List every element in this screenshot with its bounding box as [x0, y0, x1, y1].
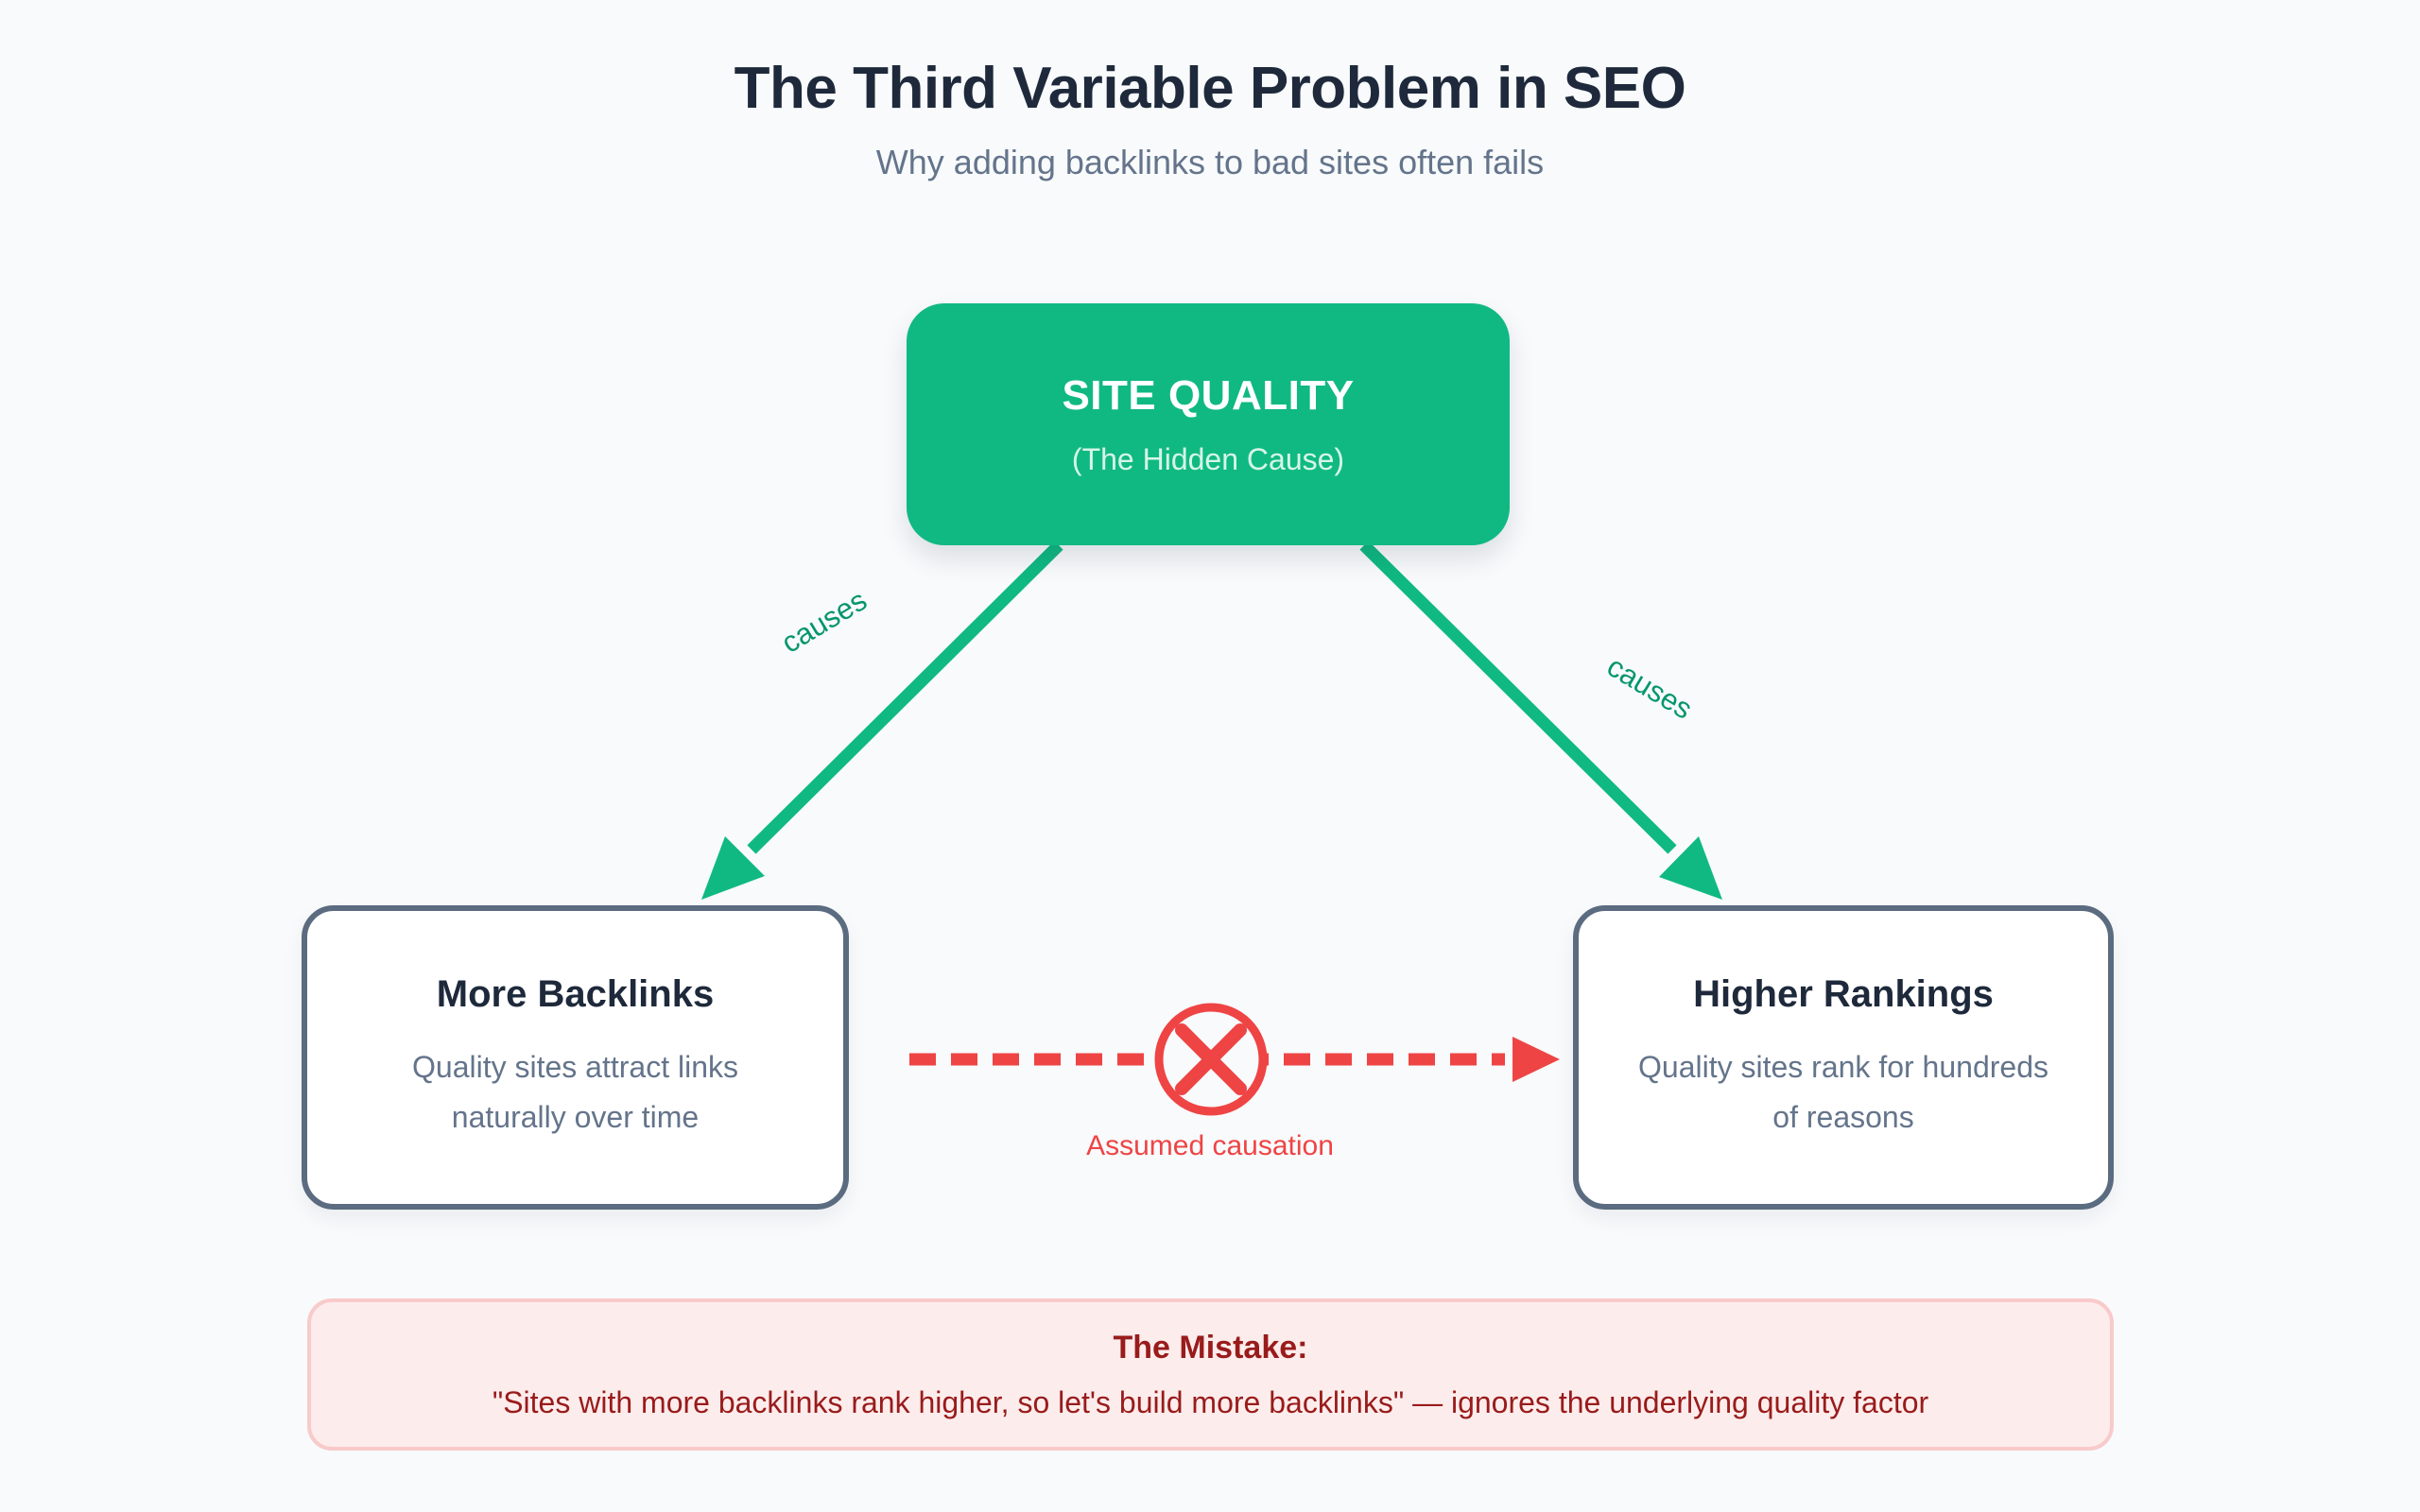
higher-rankings-title: Higher Rankings — [1693, 972, 1994, 1015]
more-backlinks-title: More Backlinks — [436, 972, 715, 1015]
page-title: The Third Variable Problem in SEO — [734, 56, 1686, 121]
assumed-causation-label: Assumed causation — [1086, 1130, 1334, 1161]
mistake-callout: The Mistake: "Sites with more backlinks … — [307, 1298, 2114, 1451]
site-quality-title: SITE QUALITY — [1062, 371, 1355, 419]
site-quality-subtitle: (The Hidden Cause) — [1071, 441, 1345, 476]
mistake-text: "Sites with more backlinks rank higher, … — [492, 1384, 1929, 1419]
more-backlinks-description: Quality sites attract links naturally ov… — [412, 1049, 738, 1134]
higher-rankings-box: Higher Rankings Quality sites rank for h… — [1573, 905, 2114, 1210]
page-subtitle: Why adding backlinks to bad sites often … — [875, 143, 1545, 182]
diagram-header: The Third Variable Problem in SEO Why ad… — [0, 55, 2420, 182]
no-causation-icon — [1154, 1003, 1268, 1116]
mistake-title: The Mistake: — [1113, 1329, 1308, 1366]
more-backlinks-box: More Backlinks Quality sites attract lin… — [302, 905, 849, 1210]
site-quality-box: SITE QUALITY (The Hidden Cause) — [907, 303, 1510, 545]
right-causal-arrow-icon — [1359, 541, 1722, 900]
left-causal-arrow-icon — [701, 541, 1063, 900]
higher-rankings-description: Quality sites rank for hundreds of reaso… — [1638, 1049, 2048, 1134]
